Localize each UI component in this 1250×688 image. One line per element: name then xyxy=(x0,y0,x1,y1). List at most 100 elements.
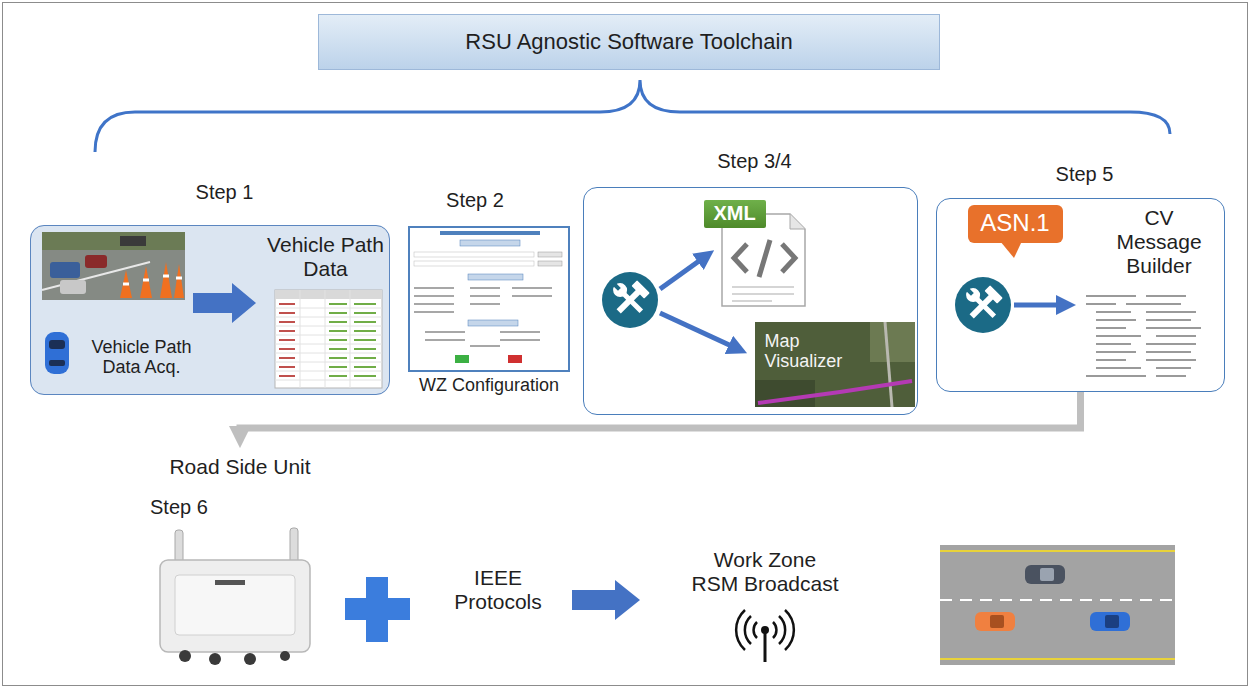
panel-text: Vehicle Path Data xyxy=(265,233,387,281)
road-illustration xyxy=(940,545,1175,665)
rsu-device xyxy=(209,653,221,665)
text-slot: IEEE Protocols xyxy=(443,566,553,614)
tool-icon xyxy=(955,277,1011,333)
flow-arrow xyxy=(193,283,256,323)
text-slot: Map Visualizer xyxy=(765,331,865,372)
flow-arrow xyxy=(193,283,256,323)
work-zone-photo xyxy=(85,255,107,268)
data-table-image xyxy=(275,290,382,388)
step-panel-fill xyxy=(30,225,390,395)
flow-arrow xyxy=(660,313,738,349)
data-table-image xyxy=(275,290,382,299)
xml-file-icon xyxy=(790,214,805,229)
protocol-label: IEEE Protocols xyxy=(443,566,553,614)
tag-text: XML xyxy=(704,202,766,225)
file-tag: XML xyxy=(704,200,766,228)
config-window-image xyxy=(414,252,534,257)
text-slot: XML xyxy=(704,202,766,225)
map-image xyxy=(755,322,915,407)
config-window-image xyxy=(440,231,540,235)
config-window-image xyxy=(414,261,534,266)
text-slot: CV Message Builder xyxy=(1112,206,1207,278)
road-illustration xyxy=(1090,612,1130,631)
road-illustration xyxy=(1025,565,1065,584)
text-slot: Step 1 xyxy=(170,181,280,204)
car-icon xyxy=(49,360,65,366)
text-slot: Step 5 xyxy=(1030,163,1140,186)
flow-connector xyxy=(240,392,1081,436)
icon-caption: Vehicle Path Data Acq. xyxy=(78,337,206,378)
panel-text: CV Message Builder xyxy=(1112,206,1207,278)
brace xyxy=(95,80,1170,152)
xml-file-icon xyxy=(732,287,794,301)
car-icon xyxy=(45,332,69,374)
text-slot: Step 2 xyxy=(425,189,525,212)
config-window-image xyxy=(455,355,469,363)
title-box: RSU Agnostic Software Toolchain xyxy=(318,14,940,70)
step-heading: Step 1 xyxy=(170,181,280,204)
work-zone-photo xyxy=(123,276,182,284)
road-illustration xyxy=(990,615,1004,628)
brace xyxy=(95,80,1170,152)
step-panel: Step 1Vehicle Path DataVehicle Path Data… xyxy=(30,225,390,395)
work-zone-photo xyxy=(120,236,146,246)
car-icon xyxy=(45,332,69,374)
config-window-image xyxy=(468,320,518,326)
text-slot: Work Zone RSM Broadcast xyxy=(690,548,841,596)
step-heading: Step 3/4 xyxy=(695,150,815,173)
title-text: RSU Agnostic Software Toolchain xyxy=(318,29,940,54)
text-slot: Step 3/4 xyxy=(695,150,815,173)
antenna-symbol xyxy=(736,610,794,662)
road-illustration xyxy=(940,550,1175,552)
work-zone-photo xyxy=(140,266,152,298)
plus-symbol xyxy=(345,598,410,620)
rsu-device xyxy=(244,653,256,665)
step-panel: Step 3/4XMLMap Visualizer xyxy=(583,187,918,415)
data-table-image xyxy=(275,290,382,388)
tool-icon xyxy=(602,272,658,328)
text-slot: WZ Configuration xyxy=(398,375,580,396)
work-zone-photo xyxy=(60,280,86,294)
plus-symbol xyxy=(345,577,410,642)
road-illustration xyxy=(975,612,1015,631)
rsu-device xyxy=(160,528,310,665)
text-slot: Vehicle Path Data Acq. xyxy=(78,337,206,378)
rsu-device xyxy=(175,575,295,635)
window-caption: WZ Configuration xyxy=(398,375,580,396)
flow-arrow xyxy=(1014,303,1066,308)
antenna-symbol xyxy=(736,610,794,650)
road-illustration xyxy=(940,599,1175,601)
road-illustration xyxy=(940,545,1175,665)
antenna-symbol xyxy=(764,630,767,662)
xml-file-icon xyxy=(722,214,805,306)
text-slot: Step 6 xyxy=(150,496,230,519)
frame xyxy=(3,3,1248,686)
step-heading: Step 2 xyxy=(425,189,525,212)
step-panel: Step 5CV Message BuilderASN.1 xyxy=(936,198,1225,392)
map-image xyxy=(885,322,892,407)
config-window-image xyxy=(538,261,562,266)
code-image xyxy=(1086,296,1201,376)
road-illustration xyxy=(1105,615,1119,628)
map-image xyxy=(870,322,915,362)
tag-text: ASN.1 xyxy=(968,209,1063,237)
broadcast-label: Work Zone RSM Broadcast xyxy=(690,548,841,596)
config-window-image xyxy=(414,231,562,363)
xml-file-icon xyxy=(734,240,795,277)
map-caption: Map Visualizer xyxy=(765,331,865,372)
config-window-image xyxy=(468,274,523,280)
text-slot: Road Side Unit xyxy=(140,455,340,479)
step-heading: Step 5 xyxy=(1030,163,1140,186)
work-zone-photo xyxy=(42,232,185,250)
config-window: Step 2WZ Configuration xyxy=(408,226,570,372)
step-panel-fill xyxy=(30,225,390,395)
step-heading: Step 6 xyxy=(150,496,230,519)
callout-tail xyxy=(1000,241,1022,258)
tool-icon xyxy=(955,277,1011,333)
car-icon xyxy=(49,340,65,349)
text-slot: RSU Agnostic Software Toolchain xyxy=(318,29,940,54)
rsu-device xyxy=(179,650,191,662)
config-window-image xyxy=(414,288,552,312)
map-image xyxy=(758,381,912,403)
config-window-image xyxy=(460,240,520,246)
